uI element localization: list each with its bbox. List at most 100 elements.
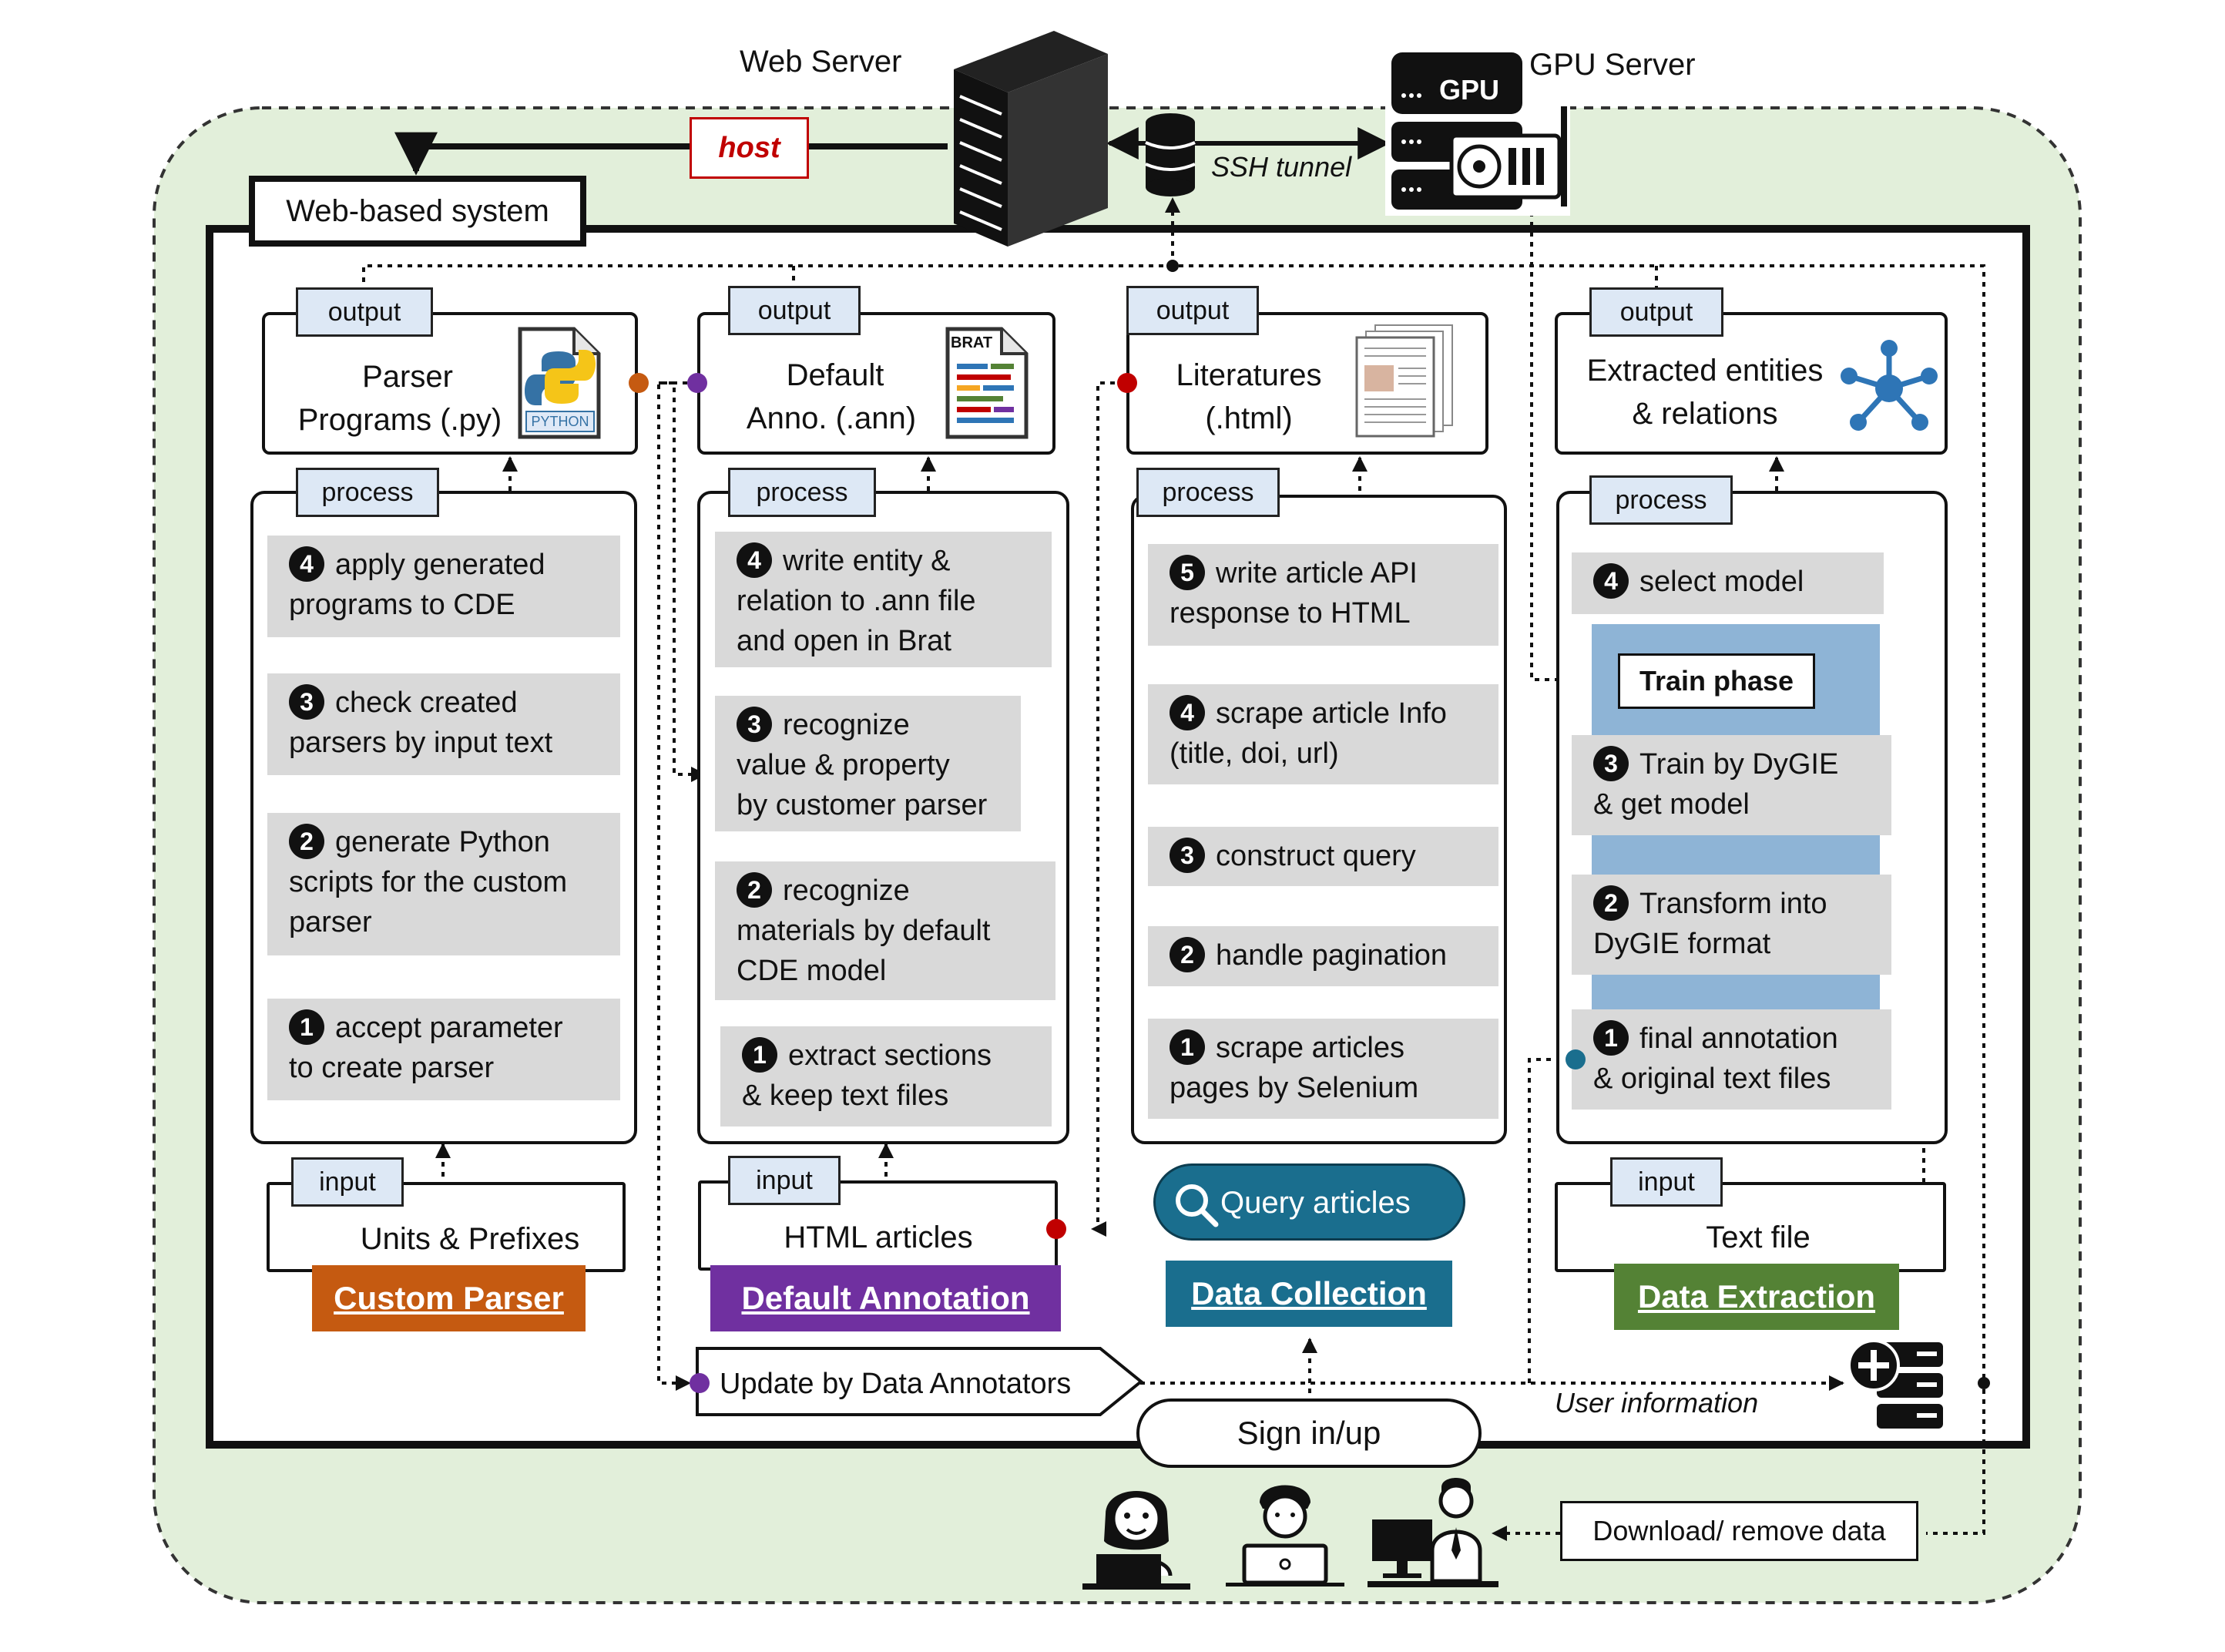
- step-text-line2: & get model: [1593, 788, 1750, 821]
- query-articles-button[interactable]: Query articles: [1153, 1163, 1465, 1241]
- step-text-line2: & keep text files: [742, 1080, 949, 1112]
- output-label-line2: & relations: [1632, 397, 1778, 431]
- connector-dot-red-target: [1046, 1219, 1066, 1239]
- step-3-check: 3 check created parsers by input text: [267, 673, 620, 775]
- step-text-line2: to create parser: [289, 1052, 495, 1084]
- output-label-line2: Anno. (.ann): [746, 401, 917, 435]
- step-text-line1: recognize: [783, 875, 910, 907]
- web-server-label: Web Server: [740, 45, 902, 79]
- python-icon-label: PYTHON: [531, 414, 589, 429]
- step-text-line1: select model: [1639, 566, 1804, 598]
- user-database-add-icon: [1847, 1339, 1943, 1429]
- connector-dot-orange: [629, 373, 649, 393]
- input-tab: input: [728, 1156, 841, 1205]
- user-collector-icon: [1226, 1485, 1344, 1587]
- step-text-line2: & original text files: [1593, 1063, 1831, 1095]
- output-label-line2: (.html): [1205, 401, 1293, 435]
- step-text-line2: scripts for the custom: [289, 866, 568, 898]
- network-graph-icon: [1841, 340, 1938, 431]
- step-number: 4: [1170, 695, 1205, 730]
- query-articles-label: Query articles: [1220, 1186, 1411, 1220]
- step-number: 1: [1170, 1029, 1205, 1065]
- step-number: 2: [1170, 937, 1205, 972]
- step-text-line3: and open in Brat: [737, 625, 951, 657]
- output-tab: output: [728, 286, 861, 335]
- step-number: 1: [742, 1037, 777, 1073]
- step-text-line1: write article API: [1216, 557, 1418, 589]
- step-number: 1: [289, 1009, 324, 1045]
- section-title-custom-parser: Custom Parser: [312, 1265, 586, 1331]
- download-remove-box[interactable]: Download/ remove data: [1560, 1501, 1918, 1561]
- step-text-line2: DyGIE format: [1593, 928, 1771, 960]
- process-tab: process: [1136, 468, 1280, 517]
- step-text-line1: extract sections: [788, 1039, 992, 1072]
- step-text-line1: scrape articles: [1216, 1032, 1404, 1064]
- brat-file-icon: [945, 327, 1029, 439]
- step-text-line1: scrape article Info: [1216, 697, 1447, 730]
- process-tab: process: [1589, 475, 1733, 525]
- literature-pages-icon: [1355, 324, 1453, 438]
- step-text-line1: recognize: [783, 709, 910, 741]
- step-text-line1: Train by DyGIE: [1639, 748, 1839, 781]
- step-1-accept: 1 accept parameter to create parser: [267, 999, 620, 1100]
- step-2-transform: 2 Transform into DyGIE format: [1572, 875, 1891, 975]
- search-icon: [1176, 1184, 1219, 1227]
- step-text-line2: parsers by input text: [289, 727, 553, 759]
- step-text-line3: parser: [289, 906, 372, 938]
- update-banner-shape: [696, 1347, 1144, 1416]
- step-1-extract-sections: 1 extract sections & keep text files: [720, 1026, 1052, 1127]
- step-text-line2: value & property: [737, 749, 950, 781]
- user-annotator-icon: [1082, 1491, 1190, 1590]
- step-number: 5: [1170, 555, 1205, 590]
- step-text-line1: accept parameter: [335, 1012, 563, 1044]
- step-text-line1: Transform into: [1639, 888, 1827, 920]
- step-number: 3: [289, 684, 324, 720]
- input-text: Units & Prefixes: [360, 1222, 580, 1256]
- input-box-units: Units & Prefixes: [267, 1182, 626, 1272]
- step-number: 2: [1593, 885, 1629, 921]
- step-number: 2: [289, 824, 324, 859]
- step-text-line1: write entity &: [783, 545, 951, 577]
- step-text-line2: relation to .ann file: [737, 585, 976, 617]
- input-tab: input: [1610, 1157, 1723, 1207]
- update-label: Update by Data Annotators: [720, 1368, 1072, 1400]
- gpu-chip-label: GPU: [1439, 74, 1500, 106]
- web-server-icon: [954, 31, 1108, 247]
- step-4-scrape-info: 4 scrape article Info (title, doi, url): [1148, 684, 1498, 784]
- connector-dot-purple: [687, 373, 707, 393]
- step-text-line2: materials by default: [737, 915, 991, 947]
- signin-button[interactable]: Sign in/up: [1136, 1398, 1482, 1468]
- output-tab: output: [296, 287, 433, 337]
- train-phase-label: Train phase: [1639, 665, 1794, 697]
- connector-dot-teal: [1566, 1049, 1586, 1069]
- input-tab: input: [291, 1157, 404, 1207]
- output-label-line2: Programs (.py): [297, 403, 502, 437]
- step-text-line1: apply generated: [335, 549, 545, 581]
- output-label-line1: Parser: [362, 360, 453, 394]
- section-title-data-extraction: Data Extraction: [1614, 1264, 1899, 1330]
- step-text-line3: CDE model: [737, 955, 887, 987]
- step-text-line2: (title, doi, url): [1170, 737, 1339, 770]
- brat-icon-label: BRAT: [951, 334, 993, 351]
- user-researcher-icon: [1368, 1478, 1498, 1587]
- section-title-data-collection: Data Collection: [1166, 1261, 1452, 1327]
- output-tab: output: [1589, 287, 1723, 337]
- step-text-line3: by customer parser: [737, 789, 988, 821]
- step-text-line1: check created: [335, 687, 518, 719]
- web-system-label-box: Web-based system: [249, 176, 586, 247]
- step-text-line2: programs to CDE: [289, 589, 515, 621]
- output-tab: output: [1126, 286, 1259, 335]
- database-icon: [1145, 113, 1196, 196]
- web-system-label: Web-based system: [286, 194, 549, 228]
- step-number: 2: [737, 872, 772, 908]
- output-label-line1: Literatures: [1176, 358, 1322, 392]
- step-text-line1: final annotation: [1639, 1022, 1838, 1055]
